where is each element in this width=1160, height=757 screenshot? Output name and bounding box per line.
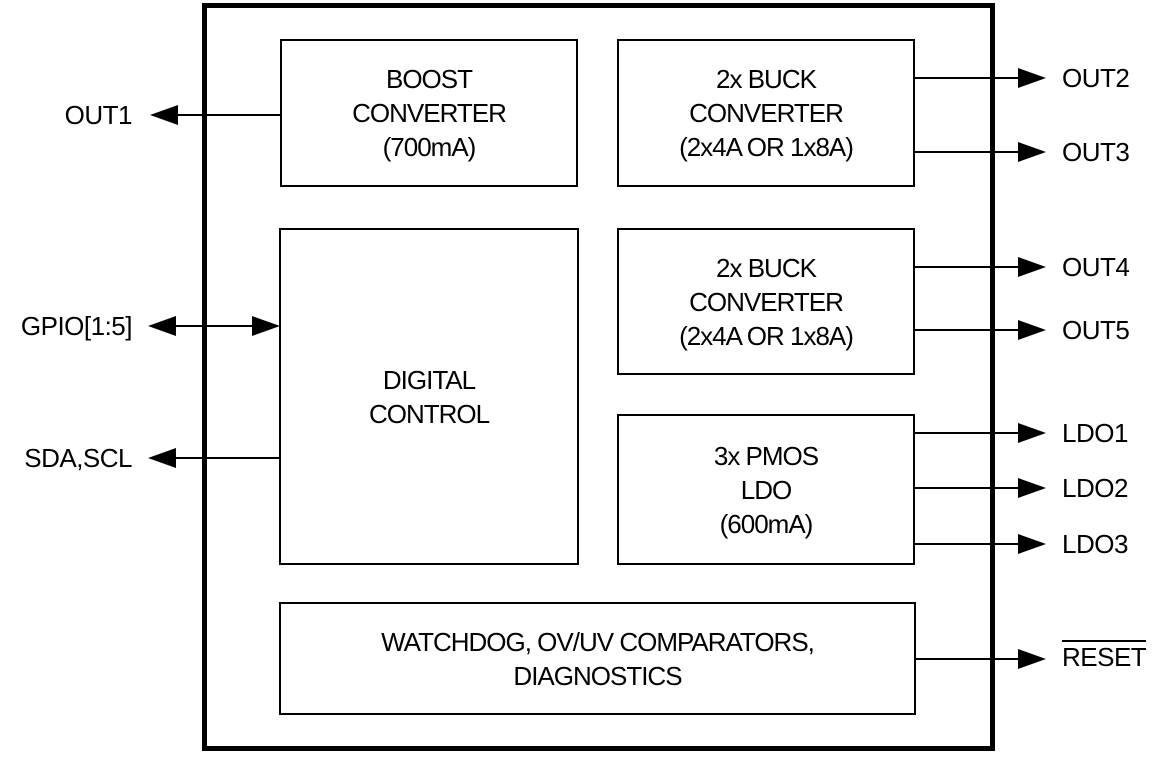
block-boost-converter: BOOST CONVERTER (700mA) — [280, 39, 578, 187]
right-arrowhead — [1018, 649, 1046, 669]
port-label-out3: OUT3 — [1062, 137, 1130, 167]
port-label-reset: RESET — [1062, 640, 1147, 672]
right-arrowhead — [1018, 142, 1046, 162]
block-label-line: (2x4A OR 1x8A) — [679, 132, 854, 162]
block-watchdog-diagnostics: WATCHDOG, OV/UV COMPARATORS, DIAGNOSTICS — [279, 602, 916, 715]
wire-out3 — [915, 142, 1046, 162]
wire-gpio — [148, 316, 280, 336]
port-label-out2: OUT2 — [1062, 63, 1130, 93]
right-arrowhead — [1018, 320, 1046, 340]
right-arrowhead — [1018, 534, 1046, 554]
chip-boundary — [202, 3, 995, 751]
block-buck-converter-top: 2x BUCK CONVERTER (2x4A OR 1x8A) — [617, 39, 915, 187]
block-label-line: WATCHDOG, OV/UV COMPARATORS, — [381, 626, 815, 657]
block-label-line: CONVERTER — [689, 98, 844, 128]
wire-sda-scl — [148, 448, 280, 468]
block-buck-converter-bottom: 2x BUCK CONVERTER (2x4A OR 1x8A) — [617, 228, 915, 375]
wire-reset — [916, 649, 1046, 669]
port-label-ldo3: LDO3 — [1062, 529, 1128, 559]
left-arrowhead — [148, 316, 176, 336]
block-label-line: DIAGNOSTICS — [513, 660, 682, 691]
right-arrowhead — [1018, 423, 1046, 443]
wire-ldo3 — [915, 534, 1046, 554]
port-label-out4: OUT4 — [1062, 252, 1130, 282]
wire-ldo1 — [915, 423, 1046, 443]
block-label-line: (600mA) — [719, 508, 814, 539]
left-arrowhead — [150, 105, 178, 125]
block-label-line: 3x PMOS — [713, 440, 819, 471]
block-pmos-ldo: 3x PMOS LDO (600mA) — [617, 414, 915, 565]
port-label-sda-scl: SDA,SCL — [24, 443, 132, 473]
port-label-ldo2: LDO2 — [1062, 473, 1128, 503]
wire-out5 — [915, 320, 1046, 340]
block-label-line: CONVERTER — [352, 98, 507, 128]
port-label-out1: OUT1 — [64, 100, 133, 130]
block-digital-control: DIGITAL CONTROL — [279, 228, 579, 565]
wire-out2 — [915, 68, 1046, 88]
block-label-line: (700mA) — [382, 132, 477, 162]
block-label-line: BOOST — [385, 64, 473, 94]
block-label-line: CONTROL — [368, 398, 490, 429]
block-label-line: 2x BUCK — [716, 252, 817, 283]
left-arrowhead — [148, 448, 176, 468]
right-arrowhead — [1018, 478, 1046, 498]
wire-ldo2 — [915, 478, 1046, 498]
wire-out1 — [150, 105, 280, 125]
block-label-line: 2x BUCK — [716, 64, 817, 94]
port-label-ldo1: LDO1 — [1062, 418, 1128, 448]
wire-out4 — [915, 257, 1046, 277]
port-label-gpio: GPIO[1:5] — [20, 311, 133, 341]
port-label-out5: OUT5 — [1062, 315, 1130, 345]
right-arrowhead — [252, 316, 280, 336]
block-label-line: (2x4A OR 1x8A) — [679, 320, 854, 351]
block-label-line: DIGITAL — [382, 364, 476, 395]
right-arrowhead — [1018, 68, 1046, 88]
right-arrowhead — [1018, 257, 1046, 277]
reset-overline-text: RESET — [1062, 640, 1147, 672]
block-label-line: CONVERTER — [689, 286, 844, 317]
block-label-line: LDO — [740, 474, 792, 505]
